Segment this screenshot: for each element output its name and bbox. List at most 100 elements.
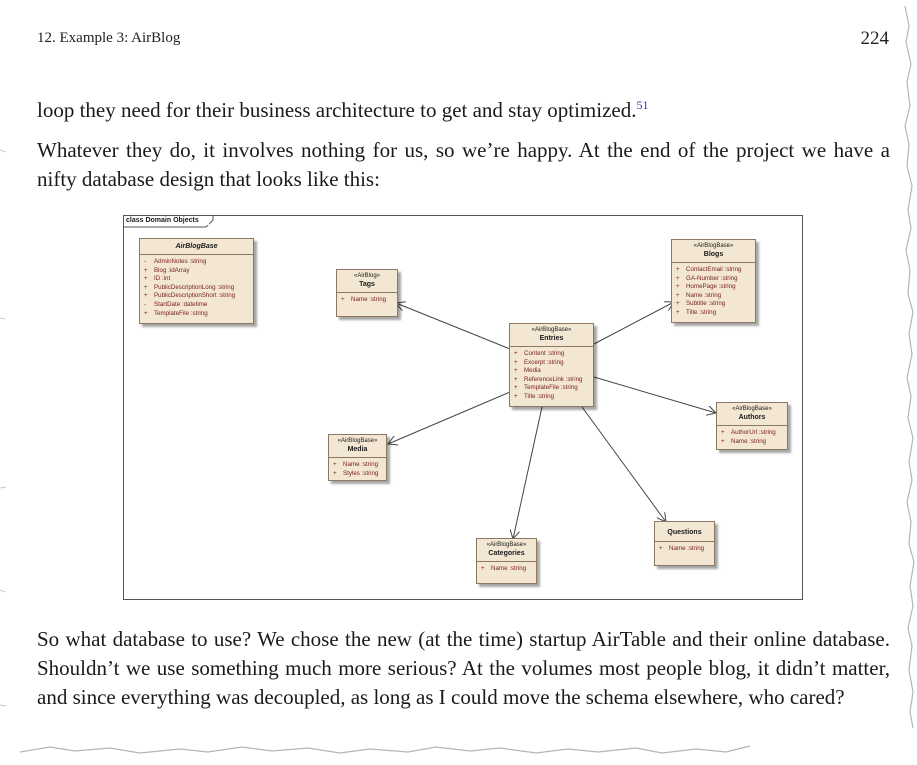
- attribute-text: StartDate :datetime: [154, 300, 208, 308]
- visibility-marker: +: [514, 367, 518, 375]
- class-questions[interactable]: Questions +Name :string: [654, 521, 715, 566]
- class-airblogbase[interactable]: AirBlogBase -AdminNotes :string +Blog :i…: [139, 238, 254, 324]
- class-header: AirBlogBase: [140, 239, 253, 255]
- attribute-row: +Name :string: [659, 545, 710, 554]
- attribute-list: +Content :string +Excerpt :string +Media…: [510, 347, 593, 406]
- frame-tab-border: [124, 216, 214, 228]
- attribute-row: +PublicDescriptionShort :string: [144, 292, 249, 301]
- attribute-text: Blog :idArray: [154, 266, 190, 274]
- visibility-marker: +: [144, 292, 148, 300]
- entries-to-questions-arrow: [581, 406, 666, 522]
- attribute-text: ID :int: [154, 275, 171, 283]
- visibility-marker: +: [514, 358, 518, 366]
- class-categories[interactable]: «AirBlogBase» Categories +Name :string: [476, 538, 537, 584]
- class-stereotype: «AirBlogBase»: [531, 327, 572, 333]
- uml-class-diagram: class Domain Objects AirBlogBase -AdminN…: [123, 215, 803, 600]
- class-media[interactable]: «AirBlogBase» Media +Name :string +Style…: [328, 434, 387, 481]
- attribute-row: + Styles :string: [333, 470, 382, 479]
- visibility-marker: +: [676, 291, 680, 299]
- class-name: Entries: [539, 335, 564, 342]
- attribute-row: +ID :int: [144, 275, 249, 284]
- attribute-row: + Subtitle :string: [676, 300, 751, 309]
- visibility-marker: +: [333, 461, 337, 468]
- visibility-marker: +: [676, 308, 680, 316]
- attribute-list: +Name :string: [655, 542, 714, 558]
- class-header: «AirBlogBase» Media: [329, 435, 386, 458]
- class-name: Tags: [359, 281, 375, 288]
- attribute-text: TemplateFile :string: [154, 309, 208, 317]
- attribute-row: + TemplateFile :string: [514, 384, 589, 393]
- entries-to-media-arrow: [388, 391, 511, 444]
- class-tags[interactable]: «AirBlog» Tags +Name :string: [336, 269, 398, 317]
- visibility-marker: +: [144, 266, 148, 274]
- class-name: Authors: [738, 414, 766, 421]
- attribute-list: +Name :string: [477, 562, 536, 578]
- attribute-text: Excerpt :string: [524, 358, 564, 366]
- class-stereotype: «AirBlogBase»: [337, 438, 378, 444]
- attribute-text: AuthorUrl :string: [731, 429, 776, 436]
- attribute-text: Title :string: [524, 392, 555, 400]
- attribute-text: AdminNotes :string: [154, 258, 207, 265]
- attribute-text: Styles :string: [343, 469, 379, 477]
- visibility-marker: +: [676, 274, 680, 282]
- visibility-marker: +: [721, 429, 725, 436]
- class-blogs[interactable]: «AirBlogBase» Blogs +ContactEmail :strin…: [671, 239, 756, 323]
- visibility-marker: +: [721, 437, 725, 445]
- attribute-text: Name :string: [491, 565, 527, 572]
- attribute-text: HomePage :string: [686, 283, 736, 291]
- class-name: Questions: [667, 529, 702, 536]
- class-header: «AirBlogBase» Entries: [510, 324, 593, 347]
- attribute-row: + Excerpt :string: [514, 359, 589, 368]
- visibility-marker: +: [676, 283, 680, 291]
- paragraph-whatever: Whatever they do, it involves nothing fo…: [37, 138, 890, 191]
- class-header: «AirBlogBase» Categories: [477, 539, 536, 562]
- class-name: Media: [347, 446, 368, 453]
- paragraph-loop: loop they need for their business archit…: [37, 96, 890, 125]
- visibility-marker: +: [514, 350, 518, 357]
- attribute-row: +TemplateFile :string: [144, 310, 249, 319]
- class-name: Blogs: [703, 251, 724, 258]
- attribute-row: +ContactEmail :string: [676, 266, 751, 275]
- visibility-marker: +: [676, 300, 680, 308]
- class-authors[interactable]: «AirBlogBase» Authors + AuthorUrl :string…: [716, 402, 788, 450]
- attribute-row: +Name :string: [721, 438, 783, 447]
- attribute-text: GA-Number :string: [686, 274, 738, 282]
- attribute-row: +Name :string: [341, 296, 393, 305]
- visibility-marker: +: [341, 296, 345, 303]
- attribute-row: +ReferenceLink :string: [514, 376, 589, 385]
- attribute-row: -AdminNotes :string: [144, 258, 249, 267]
- class-header: «AirBlogBase» Blogs: [672, 240, 755, 263]
- entries-to-authors-arrow: [593, 376, 716, 413]
- attribute-row: +Name :string: [481, 565, 532, 574]
- visibility-marker: +: [333, 469, 337, 477]
- attribute-row: +PublicDescriptionLong :string: [144, 284, 249, 293]
- attribute-text: PublicDescriptionLong :string: [154, 283, 235, 291]
- class-stereotype: «AirBlogBase»: [732, 406, 772, 412]
- attribute-row: +Media: [514, 367, 589, 376]
- class-stereotype: «AirBlogBase»: [486, 542, 527, 548]
- attribute-text: Subtitle :string: [686, 300, 726, 308]
- paragraph-loop-text: loop they need for their business archit…: [37, 98, 637, 122]
- attribute-row: + HomePage :string: [676, 283, 751, 292]
- class-stereotype: «AirBlogBase»: [693, 243, 734, 249]
- footnote-link[interactable]: 51: [636, 98, 649, 112]
- visibility-marker: -: [144, 300, 147, 308]
- visibility-marker: +: [514, 384, 518, 392]
- entries-to-tags-arrow: [396, 303, 511, 350]
- attribute-list: +Name :string: [337, 293, 397, 309]
- attribute-list: + AuthorUrl :string +Name :string: [717, 426, 787, 450]
- attribute-text: TemplateFile :string: [524, 384, 578, 392]
- attribute-text: Title :string: [686, 308, 717, 316]
- class-name: Categories: [488, 550, 525, 557]
- class-header: «AirBlog» Tags: [337, 270, 397, 293]
- diagram-frame-label: class Domain Objects: [124, 216, 209, 225]
- visibility-marker: +: [659, 545, 663, 552]
- attribute-row: + GA-Number :string: [676, 275, 751, 284]
- attribute-list: +Name :string +Styles :string: [329, 458, 386, 482]
- attribute-text: Name :string: [686, 291, 722, 299]
- class-entries[interactable]: «AirBlogBase» Entries +Content :string +…: [509, 323, 594, 407]
- attribute-list: -AdminNotes :string +Blog :idArray +ID :…: [140, 255, 253, 322]
- running-head: 12. Example 3: AirBlog: [37, 30, 181, 46]
- class-stereotype: «AirBlog»: [353, 273, 380, 279]
- attribute-text: ContactEmail :string: [686, 266, 742, 273]
